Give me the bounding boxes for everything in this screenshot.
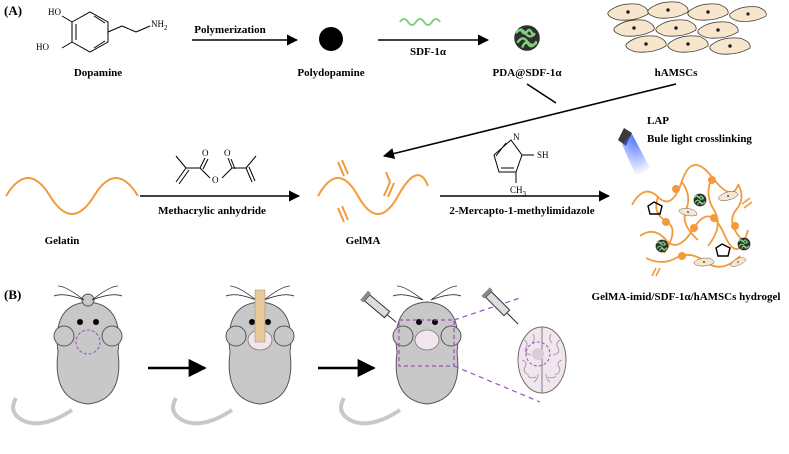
hamscs-label: hAMSCs xyxy=(655,67,699,79)
polydopamine-label: Polydopamine xyxy=(297,67,364,79)
panel-b-label: (B) xyxy=(4,287,21,302)
hydrogel-network xyxy=(631,164,753,277)
dopamine-label: Dopamine xyxy=(74,67,122,79)
syringe-brain-icon xyxy=(481,287,519,325)
mercapto-imidazole-structure xyxy=(493,139,534,183)
blue-light-lamp xyxy=(618,128,650,176)
gelma-label: GelMA xyxy=(346,235,381,247)
lap-label: LAP xyxy=(647,115,669,127)
amine-label: NH2 xyxy=(151,19,168,32)
mouse-1 xyxy=(11,285,123,426)
polydopamine-sphere xyxy=(319,27,343,51)
dopamine-structure xyxy=(61,11,151,53)
hydrogel-label: GelMA-imid/SDF-1α/hAMSCs hydrogel xyxy=(592,291,781,303)
mercapto-label: 2-Mercapto-1-methylimidazole xyxy=(449,205,594,217)
pda-sdf-particle xyxy=(513,24,541,52)
hamscs-cells xyxy=(607,1,767,55)
zoom-line-top xyxy=(453,297,521,321)
carbonyl-oxygen-left: O xyxy=(202,148,209,158)
panel-a-label: (A) xyxy=(4,3,22,18)
polymerization-label: Polymerization xyxy=(194,24,265,36)
mouse-2 xyxy=(171,285,295,426)
pda-sdf-label: PDA@SDF-1α xyxy=(493,67,563,79)
imidazole-nitrogen: N xyxy=(513,132,520,142)
pda-connector-line xyxy=(526,83,557,104)
methyl-label: CH3 xyxy=(510,185,527,198)
gelma-chain xyxy=(317,159,429,223)
hydroxyl-label-bottom: HO xyxy=(36,42,49,52)
mouse-3 xyxy=(339,285,462,426)
syringe-icon xyxy=(360,290,397,323)
sdf-wave xyxy=(399,18,441,26)
hydroxyl-label-top: HO xyxy=(48,7,61,17)
hamscs-to-gelma-arrow xyxy=(382,83,677,160)
blue-light-label: Bule light crosslinking xyxy=(647,133,752,145)
thiol-label: SH xyxy=(537,150,549,160)
carbonyl-oxygen-right: O xyxy=(224,148,231,158)
zoom-line-bottom xyxy=(453,365,541,403)
methacrylic-label: Methacrylic anhydride xyxy=(158,205,266,217)
methacrylic-anhydride-structure xyxy=(175,155,257,185)
gelatin-label: Gelatin xyxy=(45,235,80,247)
brain-illustration xyxy=(517,326,567,394)
bridging-oxygen: O xyxy=(212,175,219,185)
sdf-label: SDF-1α xyxy=(410,46,447,58)
gelatin-chain xyxy=(5,177,139,215)
